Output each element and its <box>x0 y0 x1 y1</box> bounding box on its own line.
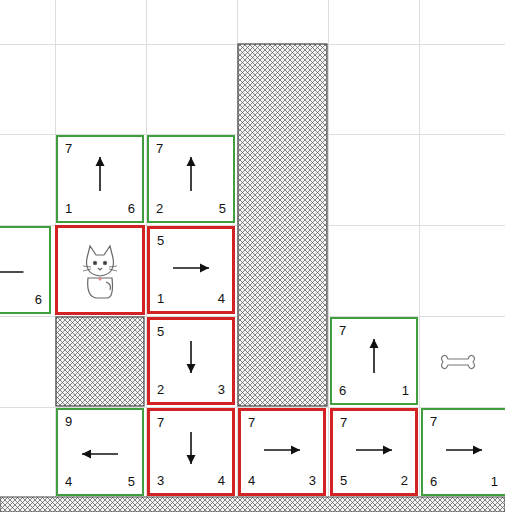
tile-number: 4 <box>65 475 72 489</box>
tile-number: 9 <box>65 415 72 429</box>
move-tile: 7 1 6 <box>56 135 144 223</box>
tile-number: 7 <box>157 416 164 430</box>
tile-number: 5 <box>219 202 226 216</box>
move-tile: 7 6 1 <box>330 317 418 405</box>
move-tile: 7 3 4 <box>147 408 235 496</box>
tile-number: 7 <box>65 142 72 156</box>
move-tile: 7 5 2 <box>330 408 418 496</box>
tile-number: 1 <box>157 292 164 306</box>
cat-cell <box>57 227 144 314</box>
tile-number: 1 <box>65 202 72 216</box>
tile-number: 3 <box>218 383 225 397</box>
tile-number: 6 <box>128 202 135 216</box>
tile-number: 4 <box>248 474 255 488</box>
tile-number: 1 <box>491 475 498 489</box>
move-tile: 9 4 5 <box>56 408 144 496</box>
tile-number: 5 <box>157 325 164 339</box>
tile-number: 7 <box>156 142 163 156</box>
tile-number: 7 <box>339 324 346 338</box>
tile-number: 7 <box>340 416 347 430</box>
tile-number: 2 <box>157 383 164 397</box>
bone-icon <box>442 355 475 368</box>
move-tile: 7 4 3 <box>238 408 326 496</box>
tile-number: 6 <box>339 384 346 398</box>
move-tile: 6 <box>0 226 51 314</box>
floor <box>0 497 505 512</box>
tile-number: 1 <box>402 384 409 398</box>
tile-number: 6 <box>35 293 42 307</box>
tile-number: 5 <box>157 234 164 248</box>
wall-block <box>56 317 144 406</box>
tile-number: 6 <box>430 475 437 489</box>
tile-number: 4 <box>218 474 225 488</box>
tile-number: 5 <box>128 475 135 489</box>
tile-number: 3 <box>157 474 164 488</box>
tile-number: 7 <box>248 416 255 430</box>
cat-icon <box>83 246 117 298</box>
tile-number: 4 <box>218 292 225 306</box>
move-tile: 7 6 1 <box>421 408 505 496</box>
move-tile: 7 2 5 <box>147 135 235 223</box>
tile-number: 7 <box>430 415 437 429</box>
tile-number: 2 <box>401 474 408 488</box>
move-tile: 5 2 3 <box>147 317 235 405</box>
move-tile: 5 1 4 <box>147 226 235 314</box>
wall-column <box>238 44 327 406</box>
tile-number: 5 <box>340 474 347 488</box>
tile-number: 2 <box>156 202 163 216</box>
tile-number: 3 <box>309 474 316 488</box>
